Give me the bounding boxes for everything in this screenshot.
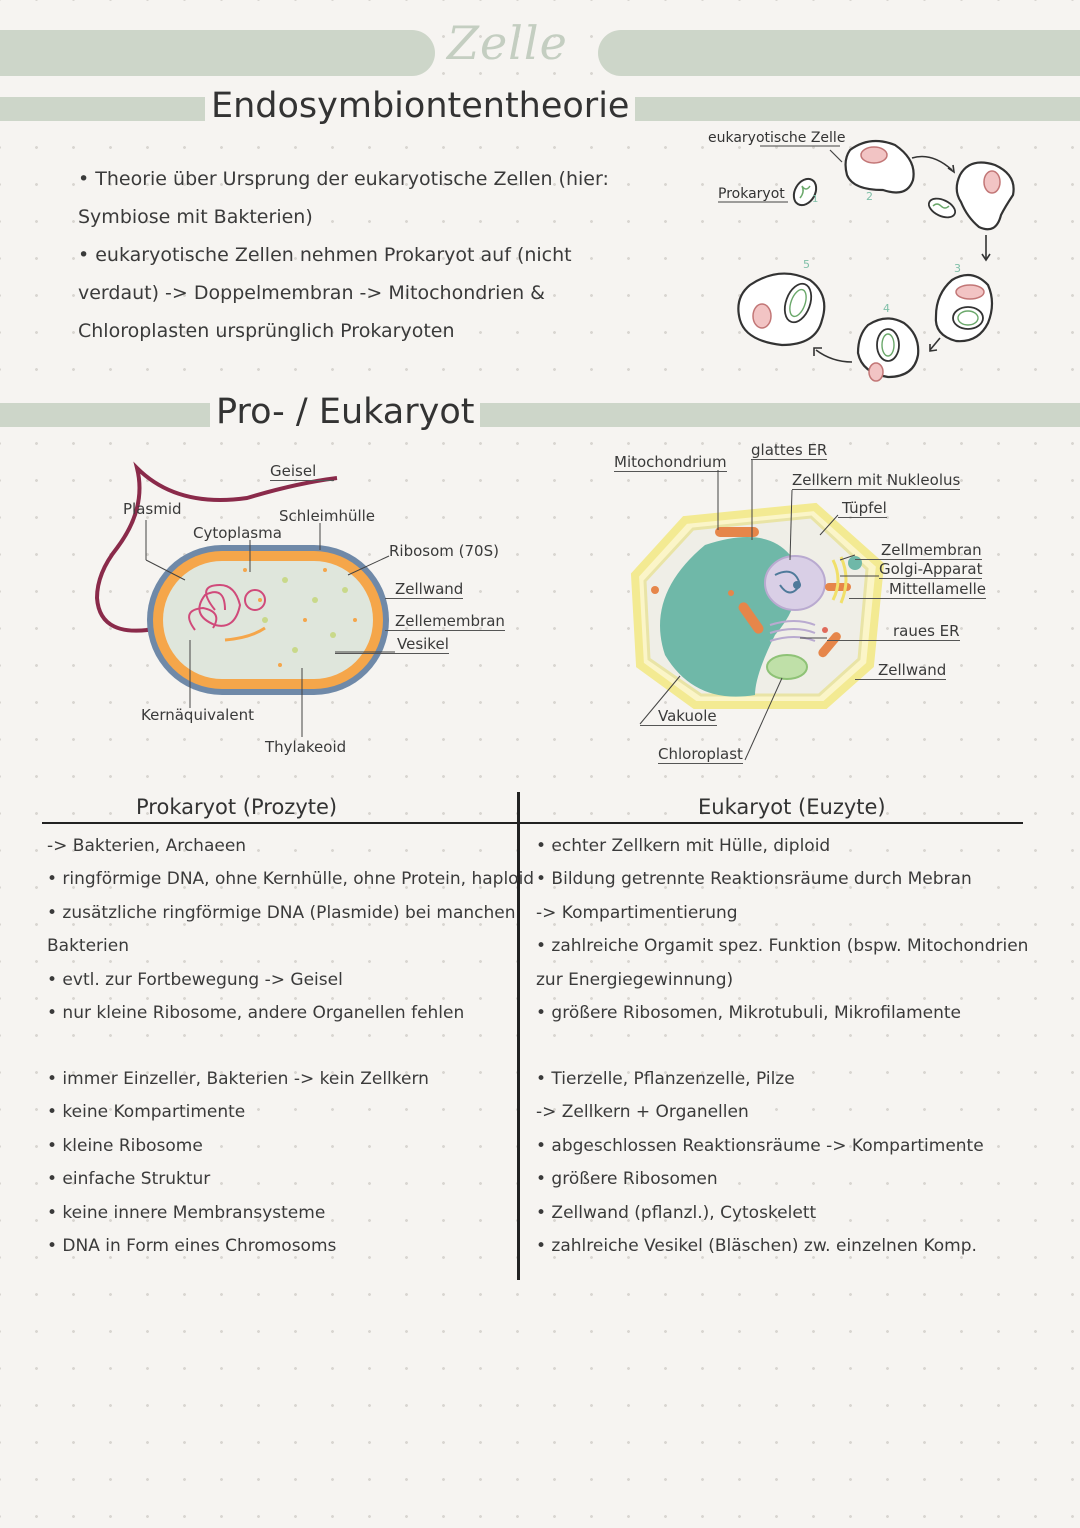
label-vesikel: Vesikel	[335, 635, 449, 654]
list-item: • evtl. zur Fortbewegung -> Geisel	[47, 969, 343, 990]
list-item: • nur kleine Ribosome, andere Organellen…	[47, 1002, 465, 1023]
section1-heading: Endosymbiontentheorie	[205, 86, 636, 126]
paragraph-line: verdaut) -> Doppelmembran -> Mitochondri…	[78, 282, 545, 304]
list-item: • keine innere Membransysteme	[47, 1202, 326, 1223]
label-raues-er: raues ER	[827, 622, 960, 641]
list-item: • abgeschlossen Reaktionsräume -> Kompar…	[536, 1135, 984, 1156]
label-geisel: Geisel	[270, 462, 334, 481]
list-item: -> Bakterien, Archaeen	[47, 836, 247, 856]
label-kernaequivalent: Kernäquivalent	[141, 706, 254, 724]
list-item: • Bildung getrennte Reaktionsräume durch…	[536, 869, 972, 890]
prokaryote-small: 1	[792, 177, 818, 207]
list-item: • keine Kompartimente	[47, 1102, 246, 1123]
label-eukaryotic-cell: eukaryotische Zelle	[708, 130, 845, 146]
label-zellkern: Zellkern mit Nukleolus	[792, 471, 961, 490]
left-list-2: • immer Einzeller, Bakterien -> kein Zel…	[47, 1063, 512, 1263]
label-vakuole: Vakuole	[640, 707, 717, 726]
label-zellemembran: Zellemembran	[385, 612, 505, 631]
list-item: • zahlreiche Orgamit spez. Funktion (bsp…	[536, 936, 1029, 957]
table-right-header: Eukaryot (Euzyte)	[698, 795, 886, 819]
table-left-header: Prokaryot (Prozyte)	[136, 795, 338, 819]
list-item: • größere Ribosomen, Mikrotubuli, Mikrof…	[536, 1002, 961, 1023]
paragraph-line: Chloroplasten ursprünglich Prokaryoten	[78, 320, 455, 342]
right-list-2: • Tierzelle, Pflanzenzelle, Pilze -> Zel…	[536, 1063, 1071, 1263]
paragraph-line: Symbiose mit Bakterien)	[78, 206, 313, 228]
cell-step-5	[737, 272, 826, 347]
table-header-rule	[42, 822, 1023, 824]
list-item: -> Zellkern + Organellen	[536, 1102, 749, 1123]
cell-step-3	[934, 273, 994, 343]
list-item: • kleine Ribosome	[47, 1135, 203, 1156]
label-ribosom: Ribosom (70S)	[389, 542, 499, 560]
label-cytoplasma: Cytoplasma	[193, 524, 282, 542]
label-zellwand-eu: Zellwand	[855, 661, 947, 680]
label-plasmid: Plasmid	[123, 500, 182, 518]
paragraph-line: • Theorie über Ursprung der eukaryotisch…	[78, 168, 609, 190]
label-zellwand-pro: Zellwand	[385, 580, 464, 599]
list-item: Bakterien	[47, 936, 129, 957]
prokaryote-diagram	[94, 461, 389, 695]
label-zellmembran: Zellmembran	[855, 541, 982, 560]
svg-text:1: 1	[812, 194, 818, 205]
endosymbiosis-diagram: eukaryotische Zelle Prokaryot 1 2 3 4	[708, 130, 1015, 382]
list-item: • zusätzliche ringförmige DNA (Plasmide)…	[47, 902, 516, 923]
page-title: Zelle	[447, 16, 568, 70]
label-thylakeoid: Thylakeoid	[265, 738, 347, 756]
section2-heading: Pro- / Eukaryot	[210, 392, 481, 432]
label-prokaryote: Prokaryot	[718, 186, 785, 202]
title-band-right	[598, 30, 1080, 76]
list-item: -> Kompartimentierung	[536, 902, 738, 923]
list-item: • ringförmige DNA, ohne Kernhülle, ohne …	[47, 869, 535, 890]
list-item: • Tierzelle, Pflanzenzelle, Pilze	[536, 1069, 795, 1089]
label-tuepfel: Tüpfel	[838, 499, 887, 518]
cell-step-4	[856, 317, 920, 382]
list-item: • DNA in Form eines Chromosoms	[47, 1235, 337, 1256]
svg-text:2: 2	[866, 190, 873, 203]
label-schleimhuelle: Schleimhülle	[279, 507, 376, 525]
label-mittellamelle: Mittellamelle	[849, 580, 987, 599]
label-chloroplast: Chloroplast	[658, 745, 743, 764]
right-list-1: • echter Zellkern mit Hülle, diploid • B…	[536, 830, 1071, 1030]
left-list-1: -> Bakterien, Archaeen • ringförmige DNA…	[47, 830, 535, 1030]
svg-text:5: 5	[803, 258, 810, 271]
section2-band	[0, 403, 1080, 427]
list-item: • Zellwand (pflanzl.), Cytoskelett	[536, 1202, 817, 1223]
cytoplasm-dots	[262, 577, 348, 653]
list-item: • zahlreiche Vesikel (Bläschen) zw. einz…	[536, 1235, 977, 1256]
table-column-divider	[517, 792, 520, 1280]
svg-text:3: 3	[954, 262, 961, 275]
label-glattes-er: glattes ER	[751, 441, 828, 460]
list-item: • größere Ribosomen	[536, 1169, 718, 1190]
section1-paragraph: • Theorie über Ursprung der eukaryotisch…	[78, 160, 638, 350]
svg-text:4: 4	[883, 302, 890, 315]
title-band-left	[0, 30, 435, 76]
label-golgi: Golgi-Apparat	[879, 560, 983, 579]
list-item: • immer Einzeller, Bakterien -> kein Zel…	[47, 1069, 429, 1089]
eukaryote-diagram	[630, 502, 885, 709]
cell-step-1: 2	[844, 139, 915, 203]
list-item: zur Energiegewinnung)	[536, 969, 734, 990]
list-item: • echter Zellkern mit Hülle, diploid	[536, 836, 831, 856]
list-item: • einfache Struktur	[47, 1169, 211, 1190]
label-mitochondrium: Mitochondrium	[614, 453, 727, 472]
paragraph-line: • eukaryotische Zellen nehmen Prokaryot …	[78, 244, 572, 266]
cell-step-2	[927, 161, 1015, 231]
